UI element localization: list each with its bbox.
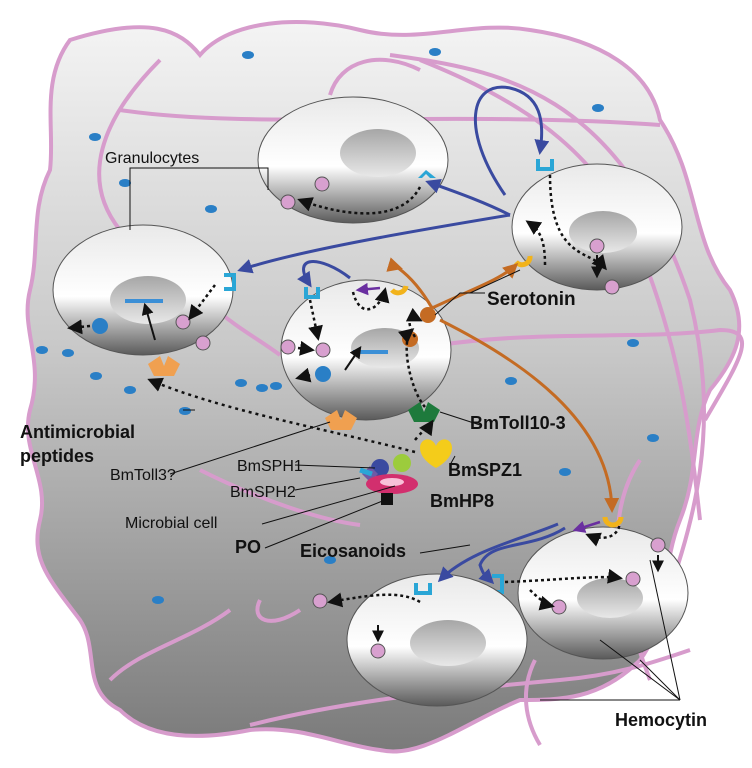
antimicrobial-dot-icon bbox=[92, 318, 108, 334]
label-antimicrobial-line2: peptides bbox=[20, 446, 94, 466]
vesicle-icon bbox=[315, 342, 331, 358]
antimicrobial-dot-icon bbox=[505, 377, 517, 385]
serotonin-signals bbox=[386, 257, 620, 513]
antimicrobial-dots bbox=[36, 48, 659, 604]
antimicrobial-dot-icon bbox=[627, 339, 639, 347]
receptor-icon bbox=[224, 273, 236, 291]
antimicrobial-dot-icon bbox=[324, 556, 336, 564]
label-po: PO bbox=[235, 537, 261, 557]
toll-receptor-icon bbox=[408, 402, 440, 422]
antimicrobial-dot-icon bbox=[315, 366, 331, 382]
vesicle-icon bbox=[551, 599, 567, 615]
receptor-icon bbox=[536, 159, 554, 171]
vesicle-icon bbox=[370, 643, 386, 659]
antimicrobial-dot-icon bbox=[36, 346, 48, 354]
antimicrobial-dot-icon bbox=[179, 407, 191, 415]
label-serotonin: Serotonin bbox=[487, 289, 576, 310]
receptor-icon bbox=[390, 285, 409, 296]
antimicrobial-dot-icon bbox=[89, 133, 101, 141]
toll-receptor-icon bbox=[148, 356, 180, 376]
receptor-icon bbox=[304, 287, 320, 299]
antimicrobial-dot-icon bbox=[592, 104, 604, 112]
vesicle-icon bbox=[589, 238, 605, 254]
vesicle-icon bbox=[280, 194, 296, 210]
antimicrobial-dot-icon bbox=[559, 468, 571, 476]
label-granulocytes: Granulocytes bbox=[105, 150, 199, 167]
label-antimicrobial-line1: Antimicrobial bbox=[20, 422, 135, 442]
antimicrobial-dot-icon bbox=[62, 349, 74, 357]
toll-pathway-arrows bbox=[147, 377, 434, 454]
vesicle-icon bbox=[625, 571, 641, 587]
label-bmspz1: BmSPZ1 bbox=[448, 460, 522, 480]
antimicrobial-dot-icon bbox=[235, 379, 247, 387]
label-leaders bbox=[129, 167, 681, 701]
granulocyte-top-right bbox=[511, 159, 683, 295]
serotonin-vesicle-icon bbox=[420, 307, 436, 323]
po-icon bbox=[381, 493, 393, 505]
label-bmtoll10-3: BmToll10-3 bbox=[470, 413, 566, 433]
vesicle-icon bbox=[312, 593, 328, 609]
serotonin-vesicle-icon bbox=[402, 331, 418, 347]
receptor-icon bbox=[418, 170, 436, 178]
granulocyte-center bbox=[280, 279, 452, 430]
antimicrobial-dot-icon bbox=[205, 205, 217, 213]
bmspz1-icon bbox=[420, 439, 452, 468]
vesicle-icon bbox=[604, 279, 620, 295]
granulocyte-right-bottom bbox=[492, 516, 689, 660]
antimicrobial-dot-icon bbox=[429, 48, 441, 56]
label-hemocytin: Hemocytin bbox=[615, 710, 707, 730]
vesicle-icon bbox=[195, 335, 211, 351]
antimicrobial-dot-icon bbox=[90, 372, 102, 380]
vesicle-icon bbox=[650, 537, 666, 553]
receptor-icon bbox=[602, 516, 624, 528]
labels: Granulocytes Serotonin BmToll10-3 Antimi… bbox=[20, 150, 707, 730]
microbial-complex bbox=[359, 439, 452, 505]
vesicle-icon bbox=[175, 314, 191, 330]
vesicle-icon bbox=[280, 339, 296, 355]
antimicrobial-dot-icon bbox=[647, 434, 659, 442]
granulocyte-top bbox=[257, 96, 449, 224]
antimicrobial-dot-icon bbox=[124, 386, 136, 394]
label-microbial-cell: Microbial cell bbox=[125, 515, 217, 532]
receptor-icon bbox=[414, 583, 432, 595]
granulocyte-left bbox=[52, 224, 236, 376]
antimicrobial-dot-icon bbox=[152, 596, 164, 604]
bmhp8-icon bbox=[393, 454, 411, 472]
label-bmtoll3: BmToll3? bbox=[110, 467, 176, 484]
label-bmsph2: BmSPH2 bbox=[230, 484, 296, 501]
label-bmsph1: BmSPH1 bbox=[237, 458, 303, 475]
toll-receptor-icon bbox=[325, 410, 357, 430]
label-eicosanoids: Eicosanoids bbox=[300, 541, 406, 561]
label-bmhp8: BmHP8 bbox=[430, 491, 494, 511]
eicosanoid-signals bbox=[237, 85, 566, 585]
vesicle-icon bbox=[314, 176, 330, 192]
antimicrobial-dot-icon bbox=[256, 384, 268, 392]
antimicrobial-dot-icon bbox=[119, 179, 131, 187]
granulocyte-bottom bbox=[312, 573, 528, 707]
antimicrobial-dot-icon bbox=[270, 382, 282, 390]
antimicrobial-dot-icon bbox=[242, 51, 254, 59]
